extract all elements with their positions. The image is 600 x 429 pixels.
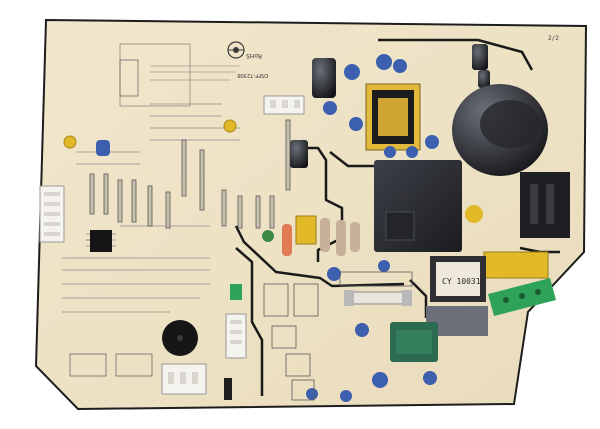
pin-connector-top: [263, 95, 305, 115]
power-connector-right: [520, 172, 570, 238]
black-switch: [224, 378, 232, 400]
yellow-box-caps: [295, 215, 549, 279]
relay: HF: [374, 160, 462, 252]
marking-rohs: RoHS: [246, 52, 262, 59]
green-terminal-block: [488, 278, 556, 316]
choke-inductor: CY 10031: [430, 256, 486, 302]
power-resistors: [262, 218, 360, 256]
silk-text-block: RoHS DSFF-7230B 2/2: [119, 35, 559, 107]
header-outline-left: [69, 59, 153, 377]
yellow-cap-right: [465, 205, 483, 223]
pin-connector-mid: [225, 313, 247, 359]
fuse: [344, 290, 412, 306]
big-capacitor: [452, 84, 548, 176]
transformer: [365, 83, 421, 151]
silk-boxes-lower: [263, 271, 413, 401]
marking-model: DSFF-7230B: [237, 72, 268, 78]
green-x-capacitor: [390, 322, 438, 362]
pin-connector-left: [39, 185, 65, 243]
relay-marking: HF: [396, 192, 410, 203]
marking-page: 2/2: [548, 35, 559, 42]
choke-marking: CY 10031: [442, 277, 481, 286]
small-caps-left: [63, 119, 237, 156]
ic-chip: [86, 230, 116, 252]
green-small-connector: [230, 284, 242, 300]
blue-ceramic-caps: [306, 54, 439, 402]
electrolytic-caps: [290, 44, 490, 168]
vertical-resistors: [89, 119, 291, 229]
cert-mark: [227, 41, 245, 59]
pin-connector-bottom: [161, 363, 207, 395]
